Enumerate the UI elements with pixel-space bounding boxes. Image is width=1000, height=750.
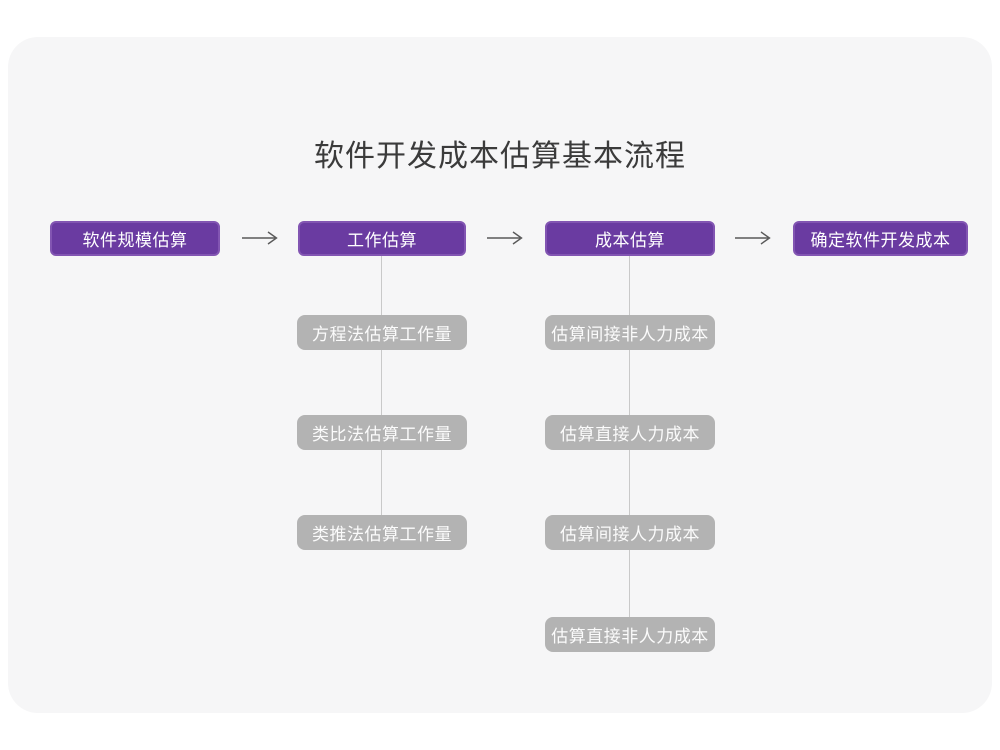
node-direct-labor-cost: 估算直接人力成本 [545,415,715,450]
flow-arrow-icon [242,231,278,245]
node-work-estimation: 工作估算 [298,221,466,256]
node-extrapolation-method-workload: 类推法估算工作量 [297,515,467,550]
node-determine-software-dev-cost: 确定软件开发成本 [793,221,968,256]
diagram-title: 软件开发成本估算基本流程 [314,140,686,173]
node-equation-method-workload: 方程法估算工作量 [297,315,467,350]
node-indirect-nonlabor-cost: 估算间接非人力成本 [545,315,715,350]
flow-arrow-icon [487,231,523,245]
node-analogy-method-workload: 类比法估算工作量 [297,415,467,450]
flowchart-canvas: 软件开发成本估算基本流程 软件规模估算 工作估算 成本估算 确定软件开发成本 方… [8,37,992,713]
node-software-scale-estimation: 软件规模估算 [50,221,220,256]
node-direct-nonlabor-cost: 估算直接非人力成本 [545,617,715,652]
node-indirect-labor-cost: 估算间接人力成本 [545,515,715,550]
node-cost-estimation: 成本估算 [545,221,715,256]
connector-line-work-estimation [381,255,382,515]
flow-arrow-icon [735,231,771,245]
